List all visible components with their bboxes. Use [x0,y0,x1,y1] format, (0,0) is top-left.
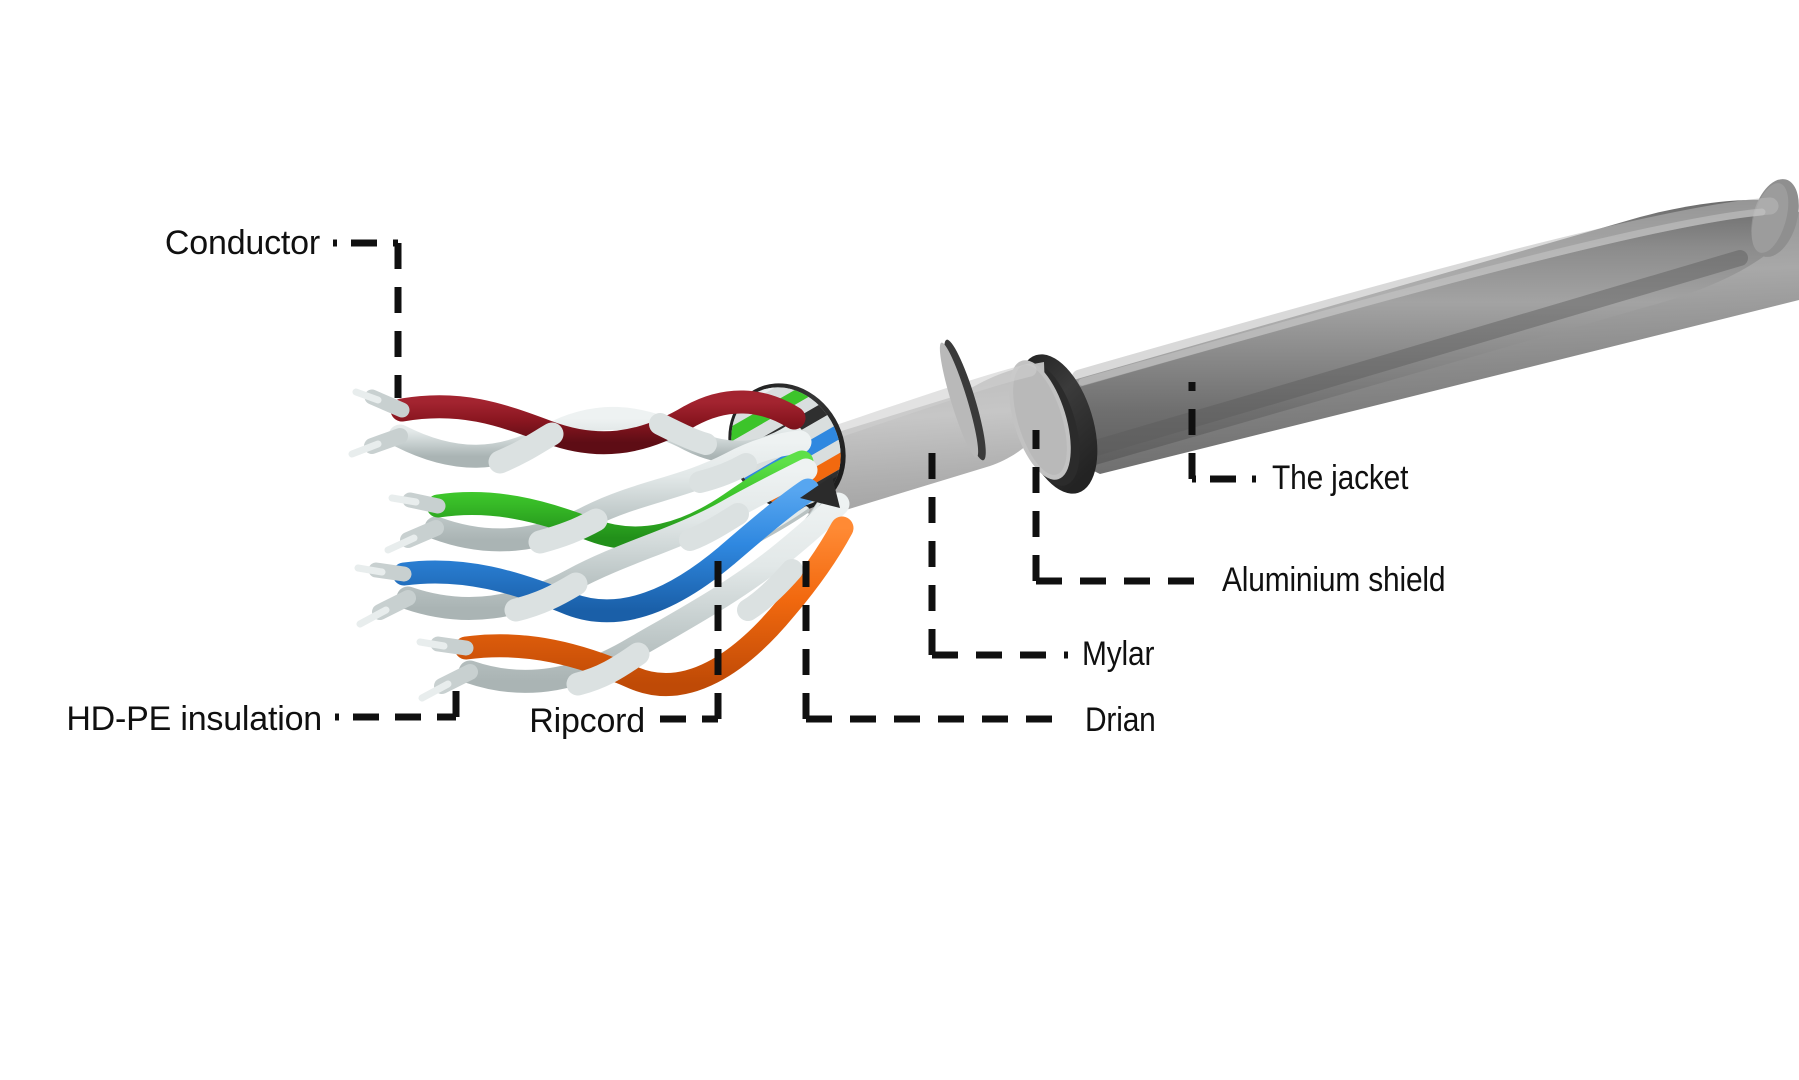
leader-lines [333,239,1256,723]
label-the-jacket: The jacket [1272,459,1409,497]
label-drian: Drian [1085,701,1156,739]
label-ripcord: Ripcord [529,702,645,740]
shield-fold [800,476,840,508]
label-mylar: Mylar [1082,635,1155,673]
mylar-seam-ring [939,339,986,461]
cable-jacket [1030,179,1799,474]
label-conductor: Conductor [164,224,320,262]
label-hd-pe-insulation: HD-PE insulation [66,700,322,738]
twisted-pair-blue [354,458,820,628]
label-aluminium-shield: Aluminium shield [1222,561,1446,599]
twisted-pair-brown [348,388,806,474]
